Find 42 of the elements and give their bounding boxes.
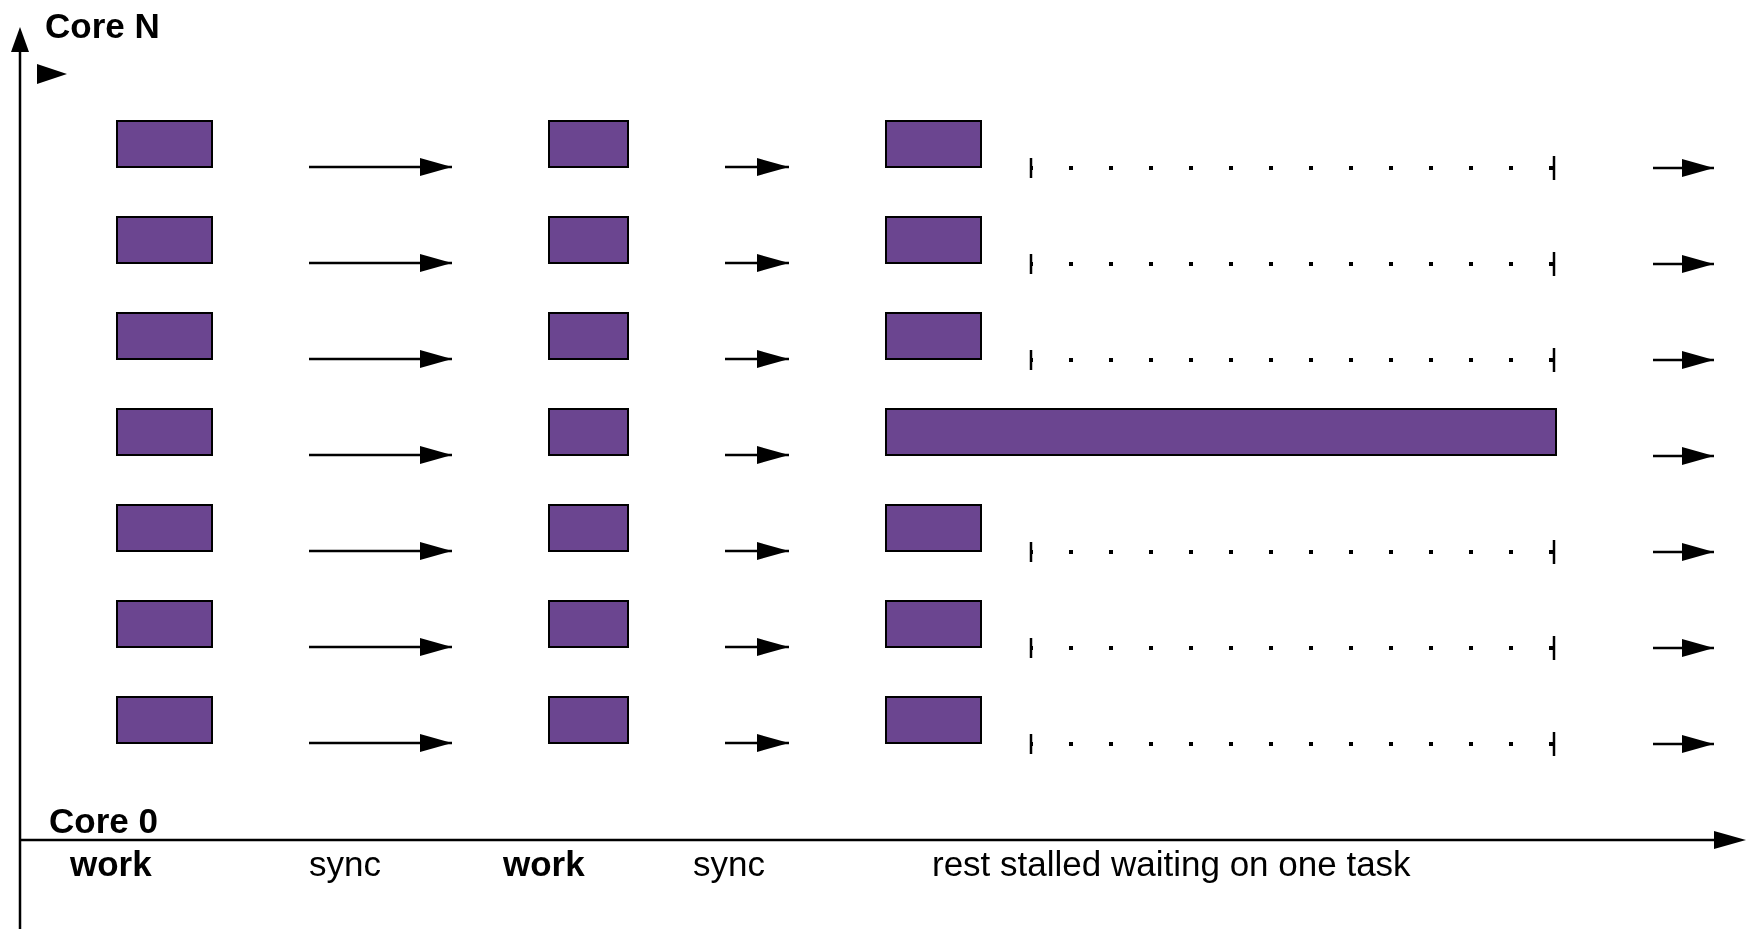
phase-label: work (70, 844, 152, 884)
arrow (725, 542, 789, 560)
task-bar (548, 216, 629, 264)
arrow (725, 734, 789, 752)
task-bar (548, 504, 629, 552)
task-bar (548, 600, 629, 648)
axis-label: Core N (45, 6, 160, 46)
arrow (309, 542, 452, 560)
task-bar (885, 312, 982, 360)
arrow (309, 446, 452, 464)
task-bar (885, 600, 982, 648)
phase-label: rest stalled waiting on one task (932, 844, 1411, 884)
task-bar (885, 120, 982, 168)
task-bar (885, 216, 982, 264)
task-bar (116, 312, 213, 360)
arrow (725, 158, 789, 176)
arrow (725, 446, 789, 464)
arrow (309, 158, 452, 176)
axis-label: Core 0 (49, 801, 158, 841)
phase-label: sync (309, 844, 381, 884)
task-bar (116, 216, 213, 264)
task-bar (885, 408, 1557, 456)
task-bar (885, 504, 982, 552)
arrow (309, 638, 452, 656)
arrow (309, 734, 452, 752)
task-bar (548, 408, 629, 456)
task-bar (116, 120, 213, 168)
phase-label: work (503, 844, 585, 884)
task-bar (885, 696, 982, 744)
phase-label: sync (693, 844, 765, 884)
task-bar (116, 600, 213, 648)
task-bar (116, 504, 213, 552)
task-bar (548, 312, 629, 360)
task-bar (548, 120, 629, 168)
arrow (309, 254, 452, 272)
arrow (725, 350, 789, 368)
arrow (725, 254, 789, 272)
task-bar (116, 408, 213, 456)
task-bar (116, 696, 213, 744)
arrow (309, 350, 452, 368)
task-bar (548, 696, 629, 744)
arrow (725, 638, 789, 656)
